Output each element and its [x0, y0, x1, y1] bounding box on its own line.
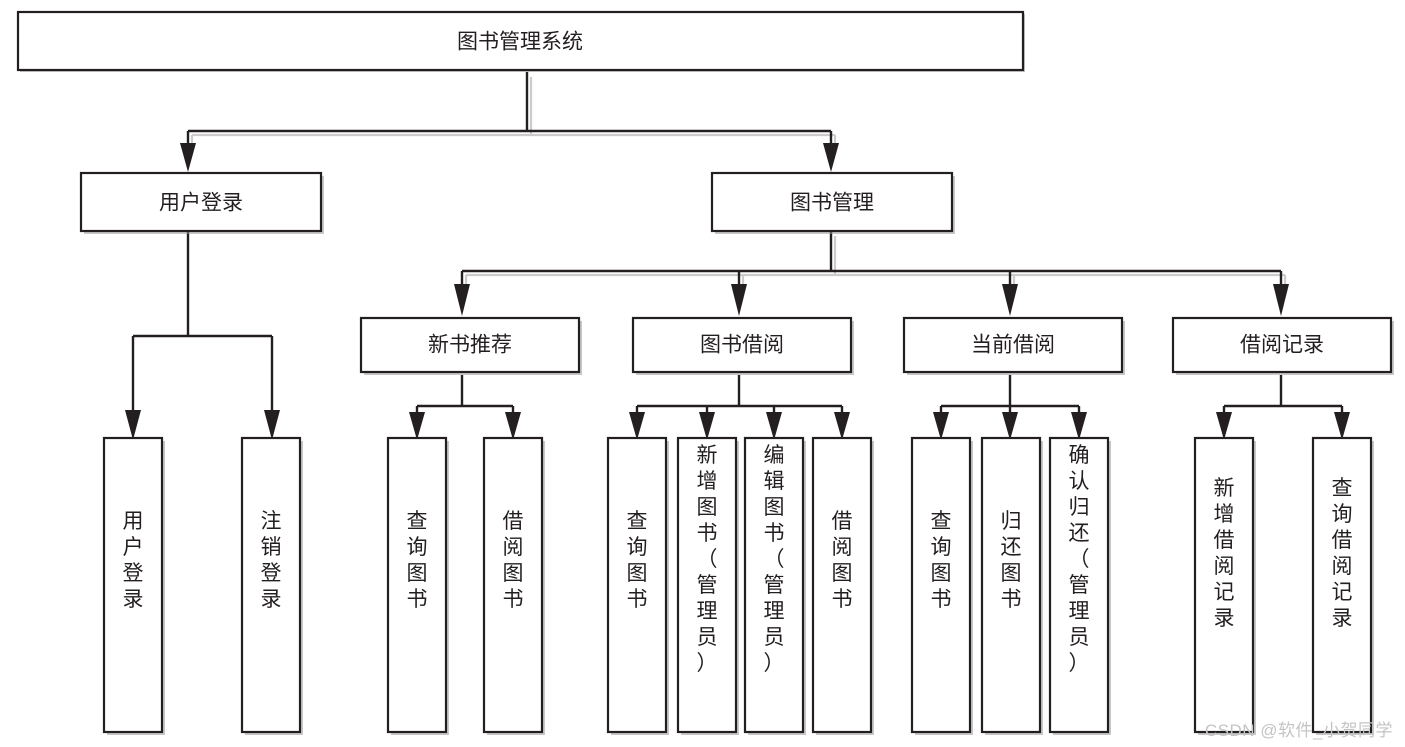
leaf-edit-book-label: 编辑图书（管理员） — [764, 444, 785, 675]
leaf-logout-login-label: 注销登录 — [261, 510, 282, 611]
leaf-query-book-1-box — [386, 436, 448, 734]
node-leaf-return-book[interactable]: 归还图书 — [980, 436, 1043, 735]
arrow-head-leaf-borrow-book-2 — [834, 412, 850, 440]
arrow-head-leaf-edit-book — [766, 412, 782, 440]
leaf-query-book-1-label: 查询图书 — [407, 510, 428, 611]
leaf-confirm-return-box — [1048, 436, 1110, 734]
node-user-login[interactable]: 用户登录 — [79, 171, 324, 234]
node-leaf-borrow-book-1[interactable]: 借阅图书 — [482, 436, 545, 735]
node-leaf-add-record[interactable]: 新增借阅记录 — [1193, 436, 1256, 735]
leaf-query-record-box — [1311, 436, 1373, 734]
leaf-add-book-label: 新增图书（管理员） — [697, 444, 718, 675]
leaf-borrow-book-1-box — [482, 436, 544, 734]
arrow-head-leaf-query-book-3 — [933, 412, 949, 440]
connector-user-login-to-leaves — [131, 232, 274, 415]
node-leaf-query-record[interactable]: 查询借阅记录 — [1311, 436, 1374, 735]
node-root-book-management-system[interactable]: 图书管理系统 — [16, 10, 1025, 72]
arrow-head-new-book-recommend — [454, 284, 470, 316]
node-leaf-confirm-return[interactable]: 确认归还（管理员） — [1048, 436, 1111, 735]
leaf-add-record-label: 新增借阅记录 — [1214, 477, 1235, 630]
book-management-label: 图书管理 — [790, 192, 874, 215]
node-leaf-query-book-2[interactable]: 查询图书 — [606, 436, 669, 735]
arrow-head-book-management — [823, 143, 839, 172]
connector-book-borrow-to-leaves — [635, 375, 844, 418]
node-leaf-borrow-book-2[interactable]: 借阅图书 — [811, 436, 874, 735]
leaf-logout-login-box — [240, 436, 302, 734]
leaf-borrow-book-2-label: 借阅图书 — [832, 510, 853, 611]
arrow-head-borrow-record — [1273, 284, 1289, 316]
arrow-head-leaf-add-book — [699, 412, 715, 440]
leaf-query-book-3-box — [910, 436, 972, 734]
new-book-recommend-box — [359, 316, 581, 374]
node-leaf-query-book-1[interactable]: 查询图书 — [386, 436, 449, 735]
user-login-box — [79, 171, 323, 233]
borrow-record-label: 借阅记录 — [1240, 334, 1324, 357]
arrow-head-user-login — [180, 143, 196, 172]
arrow-head-leaf-add-record — [1216, 412, 1232, 440]
arrow-head-leaf-logout-login — [264, 410, 280, 440]
current-borrow-label: 当前借阅 — [971, 334, 1055, 357]
leaf-add-book-box — [676, 436, 738, 734]
connector-root-to-level1 — [186, 72, 833, 150]
node-leaf-query-book-3[interactable]: 查询图书 — [910, 436, 973, 735]
connector-new-book-recommend-to-leaves — [415, 375, 515, 418]
leaf-return-book-label: 归还图书 — [1001, 510, 1022, 611]
leaf-user-login-box — [102, 436, 164, 734]
current-borrow-box — [902, 316, 1124, 374]
book-borrow-box — [631, 316, 853, 374]
leaf-return-book-box — [980, 436, 1042, 734]
arrow-head-current-borrow — [1002, 284, 1018, 316]
node-book-borrow[interactable]: 图书借阅 — [631, 316, 854, 375]
arrow-head-leaf-query-book-1 — [409, 412, 425, 440]
book-management-box — [710, 171, 954, 233]
arrow-head-leaf-borrow-book-1 — [505, 412, 521, 440]
node-borrow-record[interactable]: 借阅记录 — [1171, 316, 1394, 375]
arrow-head-leaf-user-login — [125, 410, 141, 440]
new-book-recommend-label: 新书推荐 — [428, 334, 512, 357]
leaf-query-book-2-box — [606, 436, 668, 734]
connector-book-management-to-level2 — [460, 232, 1283, 288]
leaf-confirm-return-label: 确认归还（管理员） — [1069, 444, 1090, 675]
book-borrow-label: 图书借阅 — [700, 334, 784, 357]
leaf-borrow-book-1-label: 借阅图书 — [503, 510, 524, 611]
arrow-head-leaf-confirm-return — [1071, 412, 1087, 440]
leaf-query-book-2-label: 查询图书 — [627, 510, 648, 611]
connector-current-borrow-to-leaves — [939, 375, 1081, 418]
arrow-head-leaf-query-book-2 — [629, 412, 645, 440]
node-leaf-logout-login[interactable]: 注销登录 — [240, 436, 303, 735]
connector-borrow-record-to-leaves — [1222, 375, 1344, 418]
leaf-query-record-label: 查询借阅记录 — [1332, 477, 1353, 630]
connector-layer — [125, 72, 1350, 440]
borrow-record-box — [1171, 316, 1393, 374]
leaf-borrow-book-2-box — [811, 436, 873, 734]
leaf-user-login-label: 用户登录 — [123, 510, 144, 611]
leaf-add-record-box — [1193, 436, 1255, 734]
arrow-head-leaf-return-book — [1002, 412, 1018, 440]
node-leaf-user-login[interactable]: 用户登录 — [102, 436, 165, 735]
leaf-query-book-3-label: 查询图书 — [931, 510, 952, 611]
level1-bus-shadow — [464, 236, 1287, 292]
node-current-borrow[interactable]: 当前借阅 — [902, 316, 1125, 375]
node-leaf-edit-book[interactable]: 编辑图书（管理员） — [743, 436, 806, 735]
root-box — [16, 10, 1025, 72]
root-label: 图书管理系统 — [457, 31, 583, 54]
node-new-book-recommend[interactable]: 新书推荐 — [359, 316, 582, 375]
arrow-head-leaf-query-record — [1334, 412, 1350, 440]
root-bus-shadow — [190, 77, 837, 154]
leaf-edit-book-box — [743, 436, 805, 734]
node-book-management[interactable]: 图书管理 — [710, 171, 955, 234]
user-login-label: 用户登录 — [159, 192, 243, 215]
node-leaf-add-book[interactable]: 新增图书（管理员） — [676, 436, 739, 735]
arrow-head-book-borrow — [731, 284, 747, 316]
